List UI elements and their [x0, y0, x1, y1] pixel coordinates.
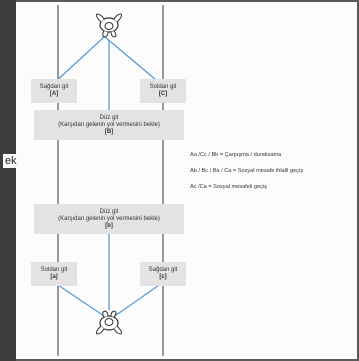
- option-C-code: [C]: [158, 91, 168, 97]
- option-B-line2: (Karşıdan gelenin yol vermesini bekle): [58, 121, 160, 128]
- option-box-A: Sağdan git [A]: [31, 79, 77, 103]
- option-box-c: Sağdan git [c]: [140, 262, 186, 286]
- side-panel: [0, 0, 16, 361]
- route-top-right: [104, 36, 163, 86]
- legend-item: Aa /Cc / Bb = Çarpışma / duraksama: [190, 152, 282, 158]
- option-a-label: Soldan git: [40, 267, 68, 273]
- option-A-code: [A]: [49, 91, 59, 97]
- option-B-line1: Düz git: [99, 114, 119, 121]
- option-B-code: [B]: [104, 128, 114, 135]
- side-label: ek: [3, 154, 19, 168]
- legend-item: Ab / Bc / Ba / Ca = Sosyal mesafe ihlall…: [190, 168, 304, 174]
- option-box-a: Soldan git [a]: [31, 262, 77, 286]
- route-bottom-left: [54, 282, 108, 319]
- person-top-view-icon: [96, 13, 122, 38]
- person-top-view-icon: [96, 310, 122, 335]
- option-b-code: [b]: [105, 222, 113, 229]
- route-bottom-right: [111, 282, 163, 319]
- option-a-code: [a]: [50, 274, 58, 280]
- option-box-C: Soldan git [C]: [140, 79, 186, 103]
- option-b-line1: Düz git: [99, 208, 119, 215]
- option-c-label: Sağdan git: [148, 267, 178, 273]
- legend-item: Ac /Ca = Sosyal mesafeli geçiş: [190, 184, 267, 190]
- option-box-B: Düz git (Karşıdan gelenin yol vermesini …: [34, 110, 184, 140]
- option-c-code: [c]: [159, 274, 167, 280]
- option-b-line2: (Karşıdan gelenin yol vermesini bekle): [58, 215, 160, 222]
- option-box-b: Düz git (Karşıdan gelenin yol vermesini …: [34, 204, 184, 234]
- route-top-left: [51, 36, 105, 86]
- option-A-label: Sağdan git: [39, 84, 69, 90]
- option-C-label: Soldan git: [149, 84, 177, 90]
